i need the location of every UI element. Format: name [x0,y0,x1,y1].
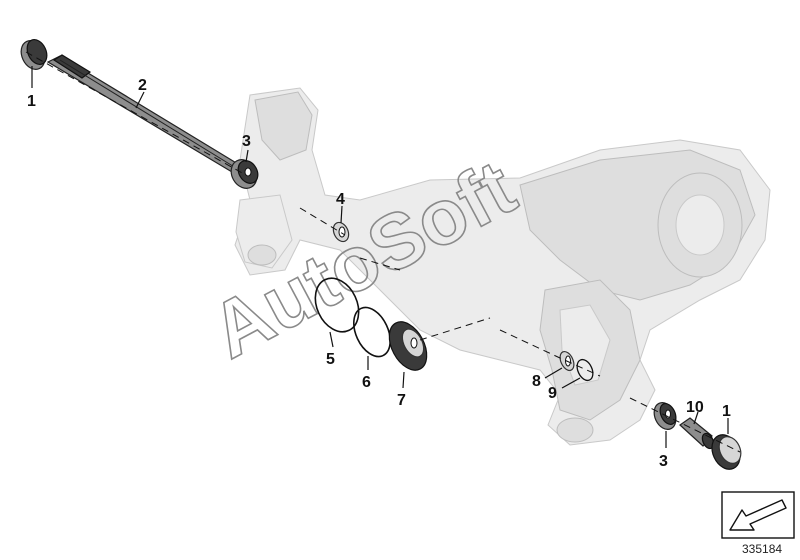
part-4-seal [332,221,350,243]
callout-7: 7 [397,392,406,409]
leader-lines [31,66,729,448]
part-9-o-ring [576,358,594,382]
callout-1-top: 1 [27,93,36,110]
part-1-cap-bottom [711,434,742,470]
direction-icon-box [721,491,795,539]
callout-10: 10 [686,399,704,416]
callout-9: 9 [548,385,557,402]
part-1-cap-top [20,39,48,70]
part-3-bearing-bottom [653,402,677,430]
arrow-down-left-icon [729,499,787,531]
assembly-axis [25,51,741,453]
part-6-o-ring [353,306,391,358]
part-5-o-ring [314,277,360,333]
callout-8: 8 [532,373,541,390]
callout-1-bottom: 1 [722,403,731,420]
callout-3-bottom: 3 [659,453,668,470]
part-10-spacer-sleeve [679,417,715,450]
part-3-bearing-top [230,159,259,189]
callout-5: 5 [326,351,335,368]
callout-6: 6 [362,374,371,391]
callout-3-top: 3 [242,133,251,150]
callout-4: 4 [336,191,345,208]
reference-number: 335184 [742,542,782,556]
part-7-radial-seal [388,321,428,371]
final-drive-housing-ghost [234,87,771,446]
callout-2: 2 [138,77,147,94]
